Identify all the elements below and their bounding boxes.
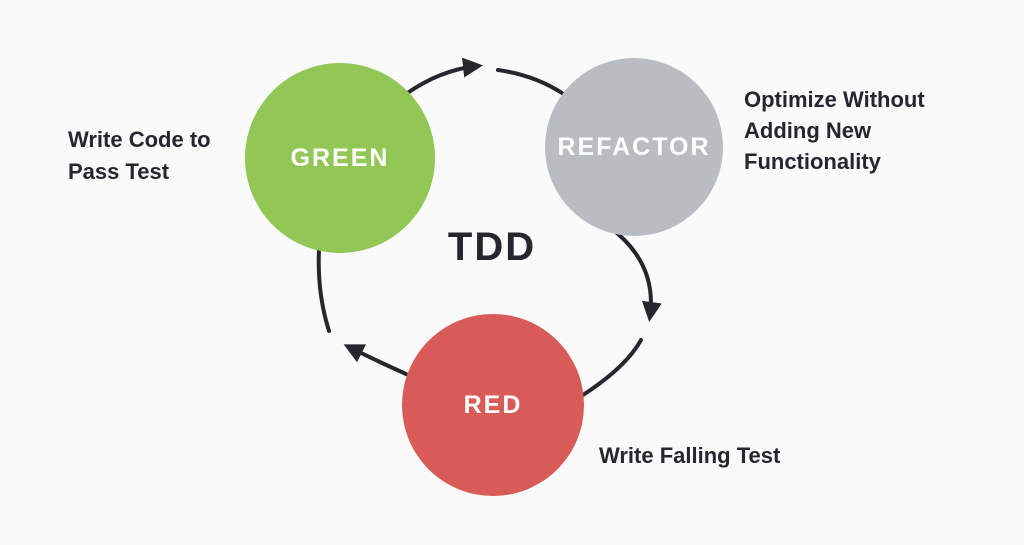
arrow-refactor-to-red-tail — [581, 338, 643, 397]
arrow-refactor-to-red — [610, 227, 662, 322]
arrow-red-to-green-tail — [316, 248, 331, 333]
node-green: GREEN — [245, 63, 435, 253]
arrow-green-to-refactor-tail — [496, 68, 564, 95]
node-refactor-label: REFACTOR — [557, 132, 711, 161]
node-red-label: RED — [463, 390, 523, 419]
node-red: RED — [402, 314, 584, 496]
annotation-green: Write Code to Pass Test — [68, 127, 211, 184]
diagram-title: TDD — [447, 225, 537, 269]
arrow-red-to-green — [343, 344, 408, 376]
arrow-green-to-refactor — [404, 57, 483, 96]
node-refactor: REFACTOR — [545, 58, 723, 236]
annotation-refactor: Optimize Without Adding New Functionalit… — [744, 87, 925, 174]
annotation-red: Write Falling Test — [599, 443, 781, 468]
node-green-label: GREEN — [290, 143, 390, 172]
